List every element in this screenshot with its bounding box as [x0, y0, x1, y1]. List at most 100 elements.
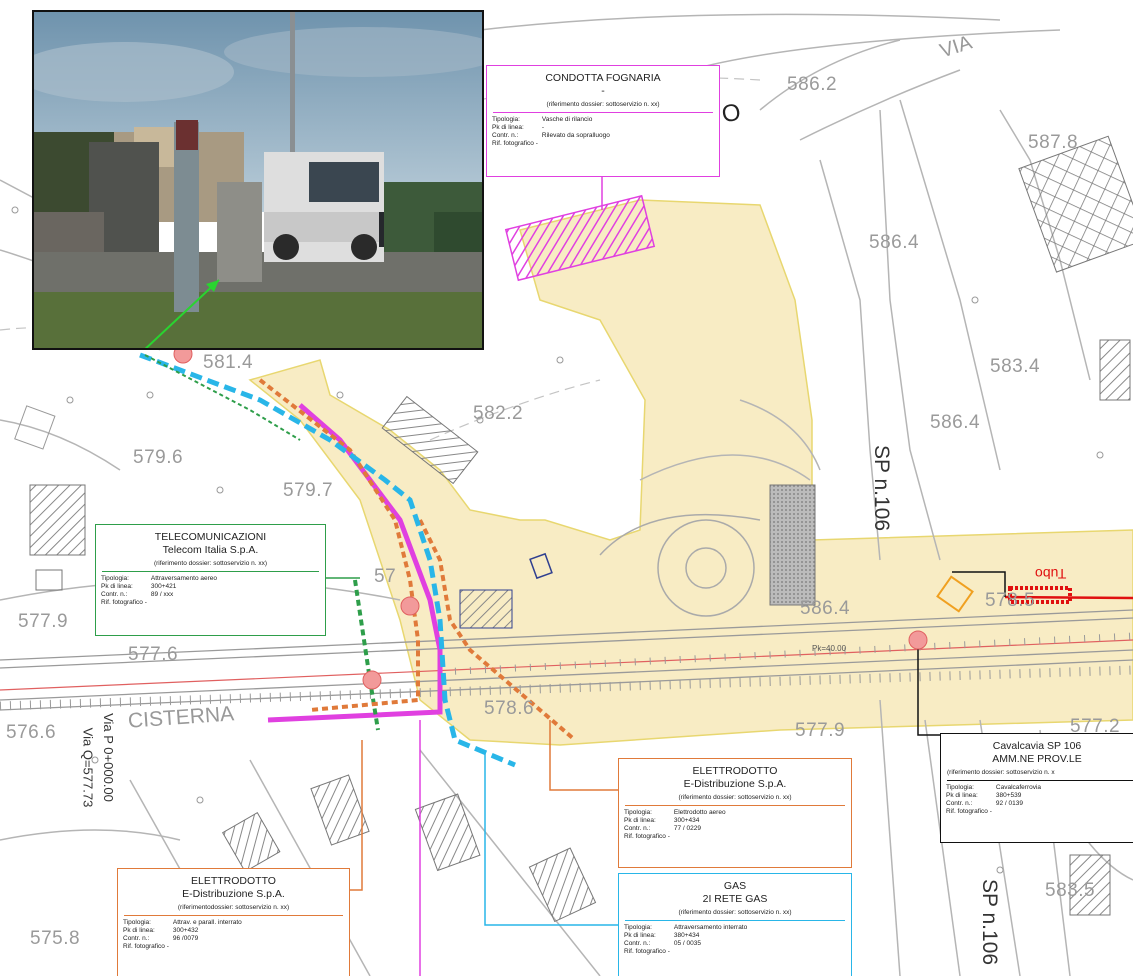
- detail-value: 92 / 0139: [995, 800, 1023, 807]
- detail-key: Contr. n.:: [123, 935, 150, 942]
- callout-separator: [124, 915, 343, 916]
- road-label-via-p: Via P 0+000.00: [100, 713, 116, 802]
- telecom-line-2: [144, 354, 301, 441]
- callout-elettrodotto-interrato: ELETTRODOTTO E-Distribuzione S.p.A. (rif…: [117, 868, 350, 976]
- detail-value: [674, 833, 730, 841]
- callout-telecomunicazioni: TELECOMUNICAZIONI Telecom Italia S.p.A. …: [95, 524, 326, 636]
- detail-value: 380+434: [673, 932, 700, 939]
- callout-title: TELECOMUNICAZIONI: [154, 531, 267, 543]
- detail-key: Rif. fotografico -: [123, 943, 169, 950]
- detail-key: Tipologia:: [624, 809, 652, 816]
- detail-value: Elettrodotto aereo: [673, 809, 726, 816]
- elevation-label: 575.8: [30, 928, 81, 949]
- detail-key: Contr. n.:: [946, 800, 973, 807]
- detail-key: Contr. n.:: [101, 591, 128, 598]
- callout-title: GAS: [723, 880, 747, 892]
- pk-tag: Pk=40.00: [812, 644, 847, 653]
- elevation-label: 586.4: [800, 598, 851, 619]
- elevation-label: 579.6: [133, 447, 184, 468]
- callout-gas: GAS 2I RETE GAS (riferimento dossier: so…: [618, 873, 852, 976]
- detail-key: Contr. n.:: [624, 825, 651, 832]
- callout-details: Tipologia: Elettrodotto aereo Pk di linea…: [624, 809, 730, 841]
- detail-value: [996, 808, 1045, 816]
- detail-key: Pk di linea:: [492, 124, 524, 131]
- detail-key: Contr. n.:: [492, 132, 519, 139]
- callout-title: Cavalcavia SP 106: [992, 740, 1082, 752]
- elevation-label: 576.6: [6, 722, 57, 743]
- callout-ref: (riferimento dossier: sottoservizio n. x…: [678, 909, 792, 916]
- orange-chamber: [936, 575, 974, 613]
- elevation-label: 586.4: [930, 412, 981, 433]
- detail-key: Tipologia:: [101, 575, 129, 582]
- callout-separator: [493, 112, 713, 113]
- callout-subtitle: Telecom Italia S.p.A.: [162, 544, 259, 556]
- detail-value: [151, 599, 221, 607]
- callout-details: Tipologia:Vasche di rilancio Pk di linea…: [492, 116, 614, 148]
- elevation-label: 582.2: [473, 403, 524, 424]
- elevation-label: 57: [374, 566, 397, 587]
- detail-value: Cavalcaferrovia: [995, 784, 1042, 791]
- callout-title: ELETTRODOTTO: [191, 875, 276, 887]
- elevation-label: 577.9: [18, 611, 69, 632]
- callout-subtitle: 2I RETE GAS: [702, 893, 768, 905]
- detail-value: 05 / 0035: [673, 940, 701, 947]
- callout-details: Tipologia:Attrav. e parall. interrato Pk…: [123, 919, 246, 951]
- elevation-label: 577.9: [795, 720, 846, 741]
- elevation-label: 586.2: [787, 74, 838, 95]
- detail-value: 89 / xxx: [150, 591, 174, 598]
- callout-subtitle: E-Distribuzione S.p.A.: [683, 778, 787, 790]
- elevation-label: 579.7: [283, 480, 334, 501]
- red-device: [1008, 586, 1072, 604]
- callout-separator: [625, 920, 845, 921]
- elettro-line-1: [258, 378, 420, 712]
- tubo-label: Tubo: [1035, 566, 1067, 582]
- detail-value: [542, 140, 614, 148]
- detail-value: Attrav. e parall. interrato: [172, 919, 242, 926]
- detail-key: Tipologia:: [946, 784, 974, 791]
- detail-key: Tipologia:: [624, 924, 652, 931]
- detail-key: Rif. fotografico -: [946, 808, 992, 815]
- detail-key: Pk di linea:: [101, 583, 133, 590]
- elevation-label: 583.4: [990, 356, 1041, 377]
- detail-value: Attraversamento aereo: [150, 575, 218, 582]
- detail-value: 380+539: [995, 792, 1022, 799]
- callout-details: Tipologia: Attraversamento aereo Pk di li…: [101, 575, 221, 607]
- fognaria-area: [504, 194, 656, 282]
- callout-details: Tipologia: Cavalcaferrovia Pk di linea: 38…: [946, 784, 1045, 816]
- detail-key: Rif. fotografico -: [624, 833, 670, 840]
- detail-value: 300+421: [150, 583, 177, 590]
- detail-key: Pk di linea:: [624, 817, 656, 824]
- detail-key: Rif. fotografico -: [101, 599, 147, 606]
- callout-ref: (riferimento dossier: sottoservizio n. x…: [546, 101, 660, 108]
- callout-ref: (riferimento dossier: sottoservizio n. x…: [153, 560, 268, 567]
- detail-value: [173, 943, 246, 951]
- callout-ref: (riferimento dossier: sottoservizio n. x: [947, 769, 1055, 776]
- detail-value: 96 /0079: [172, 935, 199, 942]
- callout-condotta-fognaria: CONDOTTA FOGNARIA - (riferimento dossier…: [486, 65, 720, 177]
- detail-value: 300+432: [172, 927, 199, 934]
- elevation-label: 581.4: [203, 352, 254, 373]
- railway: [0, 609, 1133, 711]
- detail-value: [674, 948, 751, 956]
- detail-key: Pk di linea:: [946, 792, 978, 799]
- callout-separator: [625, 805, 845, 806]
- callout-ref: (riferimento dossier: sottoservizio n. x…: [678, 794, 792, 801]
- fognaria-line: [267, 403, 443, 723]
- elevation-label: 577.2: [1070, 716, 1121, 737]
- detail-key: Tipologia:: [492, 116, 520, 123]
- detail-key: Contr. n.:: [624, 940, 651, 947]
- callout-subtitle: -: [601, 85, 605, 97]
- detail-value: Attraversamento interrato: [673, 924, 748, 931]
- red-line: [1004, 595, 1133, 600]
- detail-key: Rif. fotografico -: [492, 140, 538, 147]
- detail-value: 77 / 0229: [673, 825, 701, 832]
- detail-key: Pk di linea:: [123, 927, 155, 934]
- detail-key: Rif. fotografico -: [624, 948, 670, 955]
- elevation-label: 583.5: [1045, 880, 1096, 901]
- detail-value: Rilevato da sopralluogo: [541, 132, 610, 139]
- detail-value: -: [541, 124, 545, 131]
- road-label-sp106-south: SP n.106: [978, 878, 1002, 966]
- elettro-line-2: [418, 519, 577, 742]
- callout-subtitle: E-Distribuzione S.p.A.: [182, 888, 285, 900]
- elevation-label: 577.6: [128, 644, 179, 665]
